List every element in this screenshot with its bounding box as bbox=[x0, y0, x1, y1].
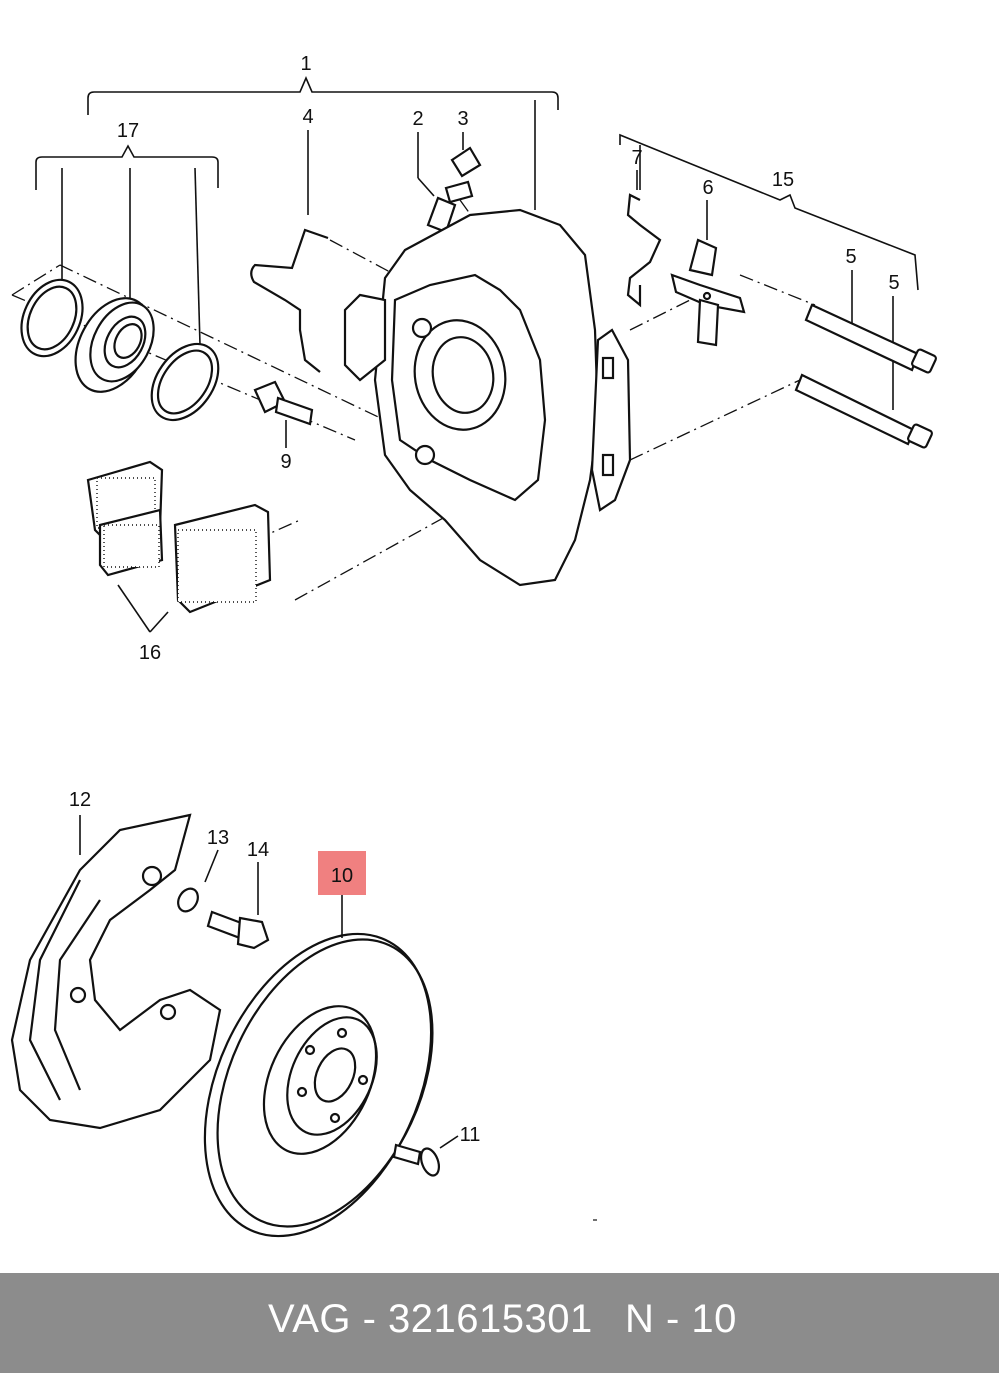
dust-boot-part bbox=[74, 297, 155, 393]
axis-line bbox=[294, 469, 531, 601]
callout-2: 2 bbox=[412, 108, 423, 130]
callout-15: 15 bbox=[772, 169, 794, 191]
callout-9: 9 bbox=[280, 451, 291, 473]
seal-ring-part bbox=[20, 278, 84, 358]
axis-line bbox=[629, 379, 801, 461]
leader-13 bbox=[204, 849, 219, 883]
guide-pin-lower-part bbox=[794, 373, 933, 449]
brake-disc-part bbox=[203, 932, 434, 1238]
axis-line bbox=[329, 239, 391, 273]
bleeder-cap-part bbox=[450, 146, 482, 178]
callout-11: 11 bbox=[460, 1124, 481, 1146]
spring-clip-part bbox=[250, 228, 329, 373]
splash-shield-part bbox=[10, 813, 222, 1130]
callout-6: 6 bbox=[702, 177, 713, 199]
callout-4: 4 bbox=[302, 106, 313, 128]
leader-16a bbox=[117, 584, 151, 633]
caliper-housing-part bbox=[343, 208, 632, 587]
bracket-group-15 bbox=[619, 133, 919, 291]
retaining-ring-part bbox=[150, 342, 220, 422]
brake-pad-left-part bbox=[86, 460, 164, 577]
wire-clip-part bbox=[626, 193, 662, 308]
disc-screw-part bbox=[392, 1143, 441, 1177]
callout-16: 16 bbox=[139, 642, 161, 664]
shield-bolt-part bbox=[206, 910, 270, 950]
callout-7: 7 bbox=[631, 147, 642, 169]
callout-10: 10 bbox=[331, 865, 353, 887]
callout-3: 3 bbox=[457, 108, 468, 130]
mounting-bolt-part bbox=[253, 380, 314, 426]
axis-line bbox=[739, 274, 816, 306]
callout-1: 1 bbox=[300, 53, 311, 75]
callout-13: 13 bbox=[207, 827, 229, 849]
position-ref-label: N - 10 bbox=[625, 1297, 737, 1341]
bleeder-screw-part bbox=[426, 180, 474, 234]
leader-16b bbox=[149, 611, 169, 633]
axis-line bbox=[59, 264, 396, 426]
callout-5b: 5 bbox=[888, 272, 899, 294]
lock-washer-part bbox=[177, 887, 199, 913]
footer-bar: VAG - 321615301 N - 10 bbox=[0, 1273, 999, 1373]
leader-11 bbox=[439, 1135, 459, 1149]
callout-12: 12 bbox=[69, 789, 91, 811]
brake-pad-right-part bbox=[173, 503, 272, 614]
axis-line bbox=[459, 199, 479, 226]
callout-10-highlight bbox=[318, 851, 366, 895]
bracket-group-17 bbox=[35, 144, 219, 346]
part-code-label: VAG - 321615301 bbox=[268, 1297, 593, 1341]
axis-line bbox=[629, 299, 691, 331]
callout-5a: 5 bbox=[845, 246, 856, 268]
brake-assembly-diagram: 1 2 3 4 5 5 6 7 9 10 11 12 13 14 15 16 1… bbox=[10, 53, 937, 1238]
axis-line bbox=[11, 264, 61, 296]
leader-2b bbox=[417, 177, 435, 197]
bracket-group-1 bbox=[87, 75, 559, 210]
callout-14: 14 bbox=[247, 839, 269, 861]
callout-17: 17 bbox=[117, 120, 139, 142]
anti-rattle-spring-part bbox=[670, 238, 746, 347]
guide-pin-upper-part bbox=[804, 303, 937, 374]
